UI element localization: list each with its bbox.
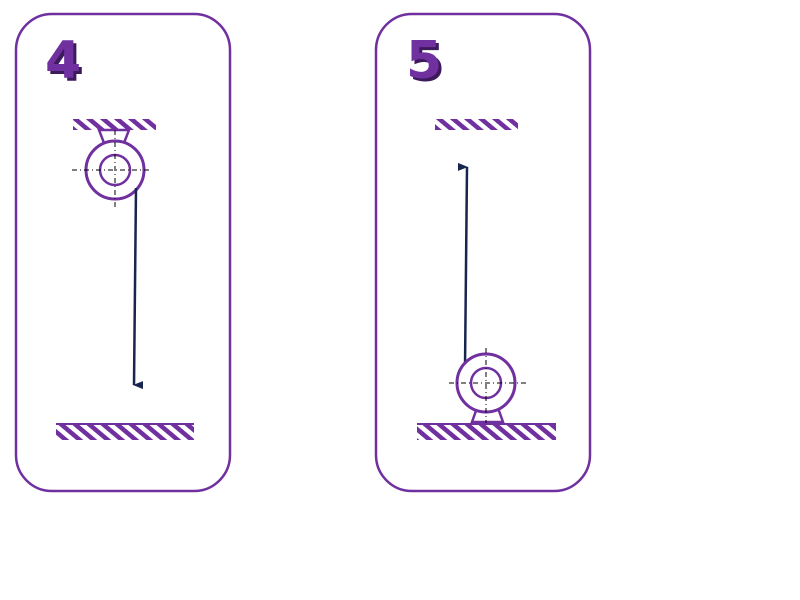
panel-number-shadow: 5 xyxy=(409,34,445,94)
ceiling-hatch-icon xyxy=(435,119,518,130)
panel-5: 5 5 xyxy=(374,12,592,493)
ground-hatch-icon xyxy=(417,424,556,440)
arrow-up-icon xyxy=(457,162,469,369)
panel-number: 5 xyxy=(406,31,442,91)
panel-frame xyxy=(374,12,592,493)
panel-number-shadow: 4 xyxy=(48,34,84,94)
ground-hatch-icon xyxy=(56,424,194,440)
panel-4: 4 4 xyxy=(14,12,232,493)
panel-frame xyxy=(14,12,232,493)
ceiling-hatch-icon xyxy=(73,119,156,130)
panel-number: 4 xyxy=(45,31,81,91)
arrow-down-icon xyxy=(132,187,144,390)
pulley-icon xyxy=(449,348,528,424)
pulley-icon xyxy=(72,130,150,208)
